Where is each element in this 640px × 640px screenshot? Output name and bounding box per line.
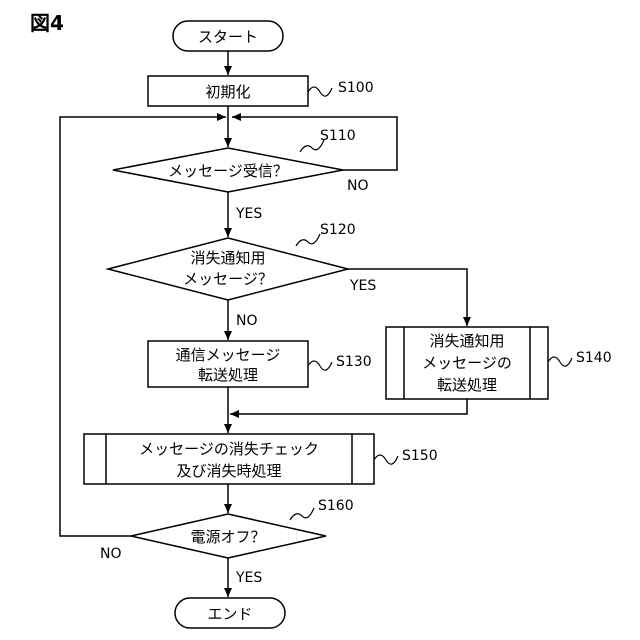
s130-line1: 通信メッセージ bbox=[176, 346, 281, 364]
s130-leader bbox=[308, 361, 332, 370]
s160-label: S160 bbox=[318, 498, 354, 514]
s120-label: S120 bbox=[320, 222, 356, 238]
s140-line2: メッセージの bbox=[422, 354, 512, 372]
s140-label: S140 bbox=[576, 350, 612, 366]
s160-no-label: NO bbox=[100, 546, 122, 562]
s150-label: S150 bbox=[402, 448, 438, 464]
init-label: 初期化 bbox=[205, 83, 250, 101]
s150-leader bbox=[374, 455, 398, 464]
s140-line1: 消失通知用 bbox=[429, 332, 504, 350]
s130-label: S130 bbox=[336, 354, 372, 370]
arrow-s140-merge bbox=[230, 399, 467, 414]
s120-leader bbox=[296, 234, 320, 246]
s120-no-label: NO bbox=[236, 313, 258, 329]
s120-yes-label: YES bbox=[349, 278, 376, 294]
s110-no-label: NO bbox=[347, 178, 369, 194]
end-label: エンド bbox=[207, 605, 252, 623]
s110-yes-label: YES bbox=[235, 206, 262, 222]
s130-line2: 転送処理 bbox=[198, 366, 258, 384]
s100-leader bbox=[308, 87, 332, 96]
s160-question: 電源オフ？ bbox=[190, 528, 265, 546]
s160-leader bbox=[290, 508, 314, 520]
s110-question: メッセージ受信？ bbox=[168, 162, 288, 180]
s120-question-line2: メッセージ？ bbox=[183, 270, 273, 288]
figure-label: 図4 bbox=[30, 11, 64, 35]
s150-line2: 及び消失時処理 bbox=[176, 462, 281, 480]
s140-leader bbox=[548, 357, 572, 366]
s160-yes-label: YES bbox=[235, 570, 262, 586]
s120-question-line1: 消失通知用 bbox=[190, 249, 265, 267]
start-label: スタート bbox=[198, 28, 258, 46]
s120-decision bbox=[108, 238, 348, 300]
s110-label: S110 bbox=[320, 128, 356, 144]
s140-line3: 転送処理 bbox=[437, 376, 497, 394]
s100-label: S100 bbox=[338, 80, 374, 96]
s150-line1: メッセージの消失チェック bbox=[139, 440, 319, 458]
